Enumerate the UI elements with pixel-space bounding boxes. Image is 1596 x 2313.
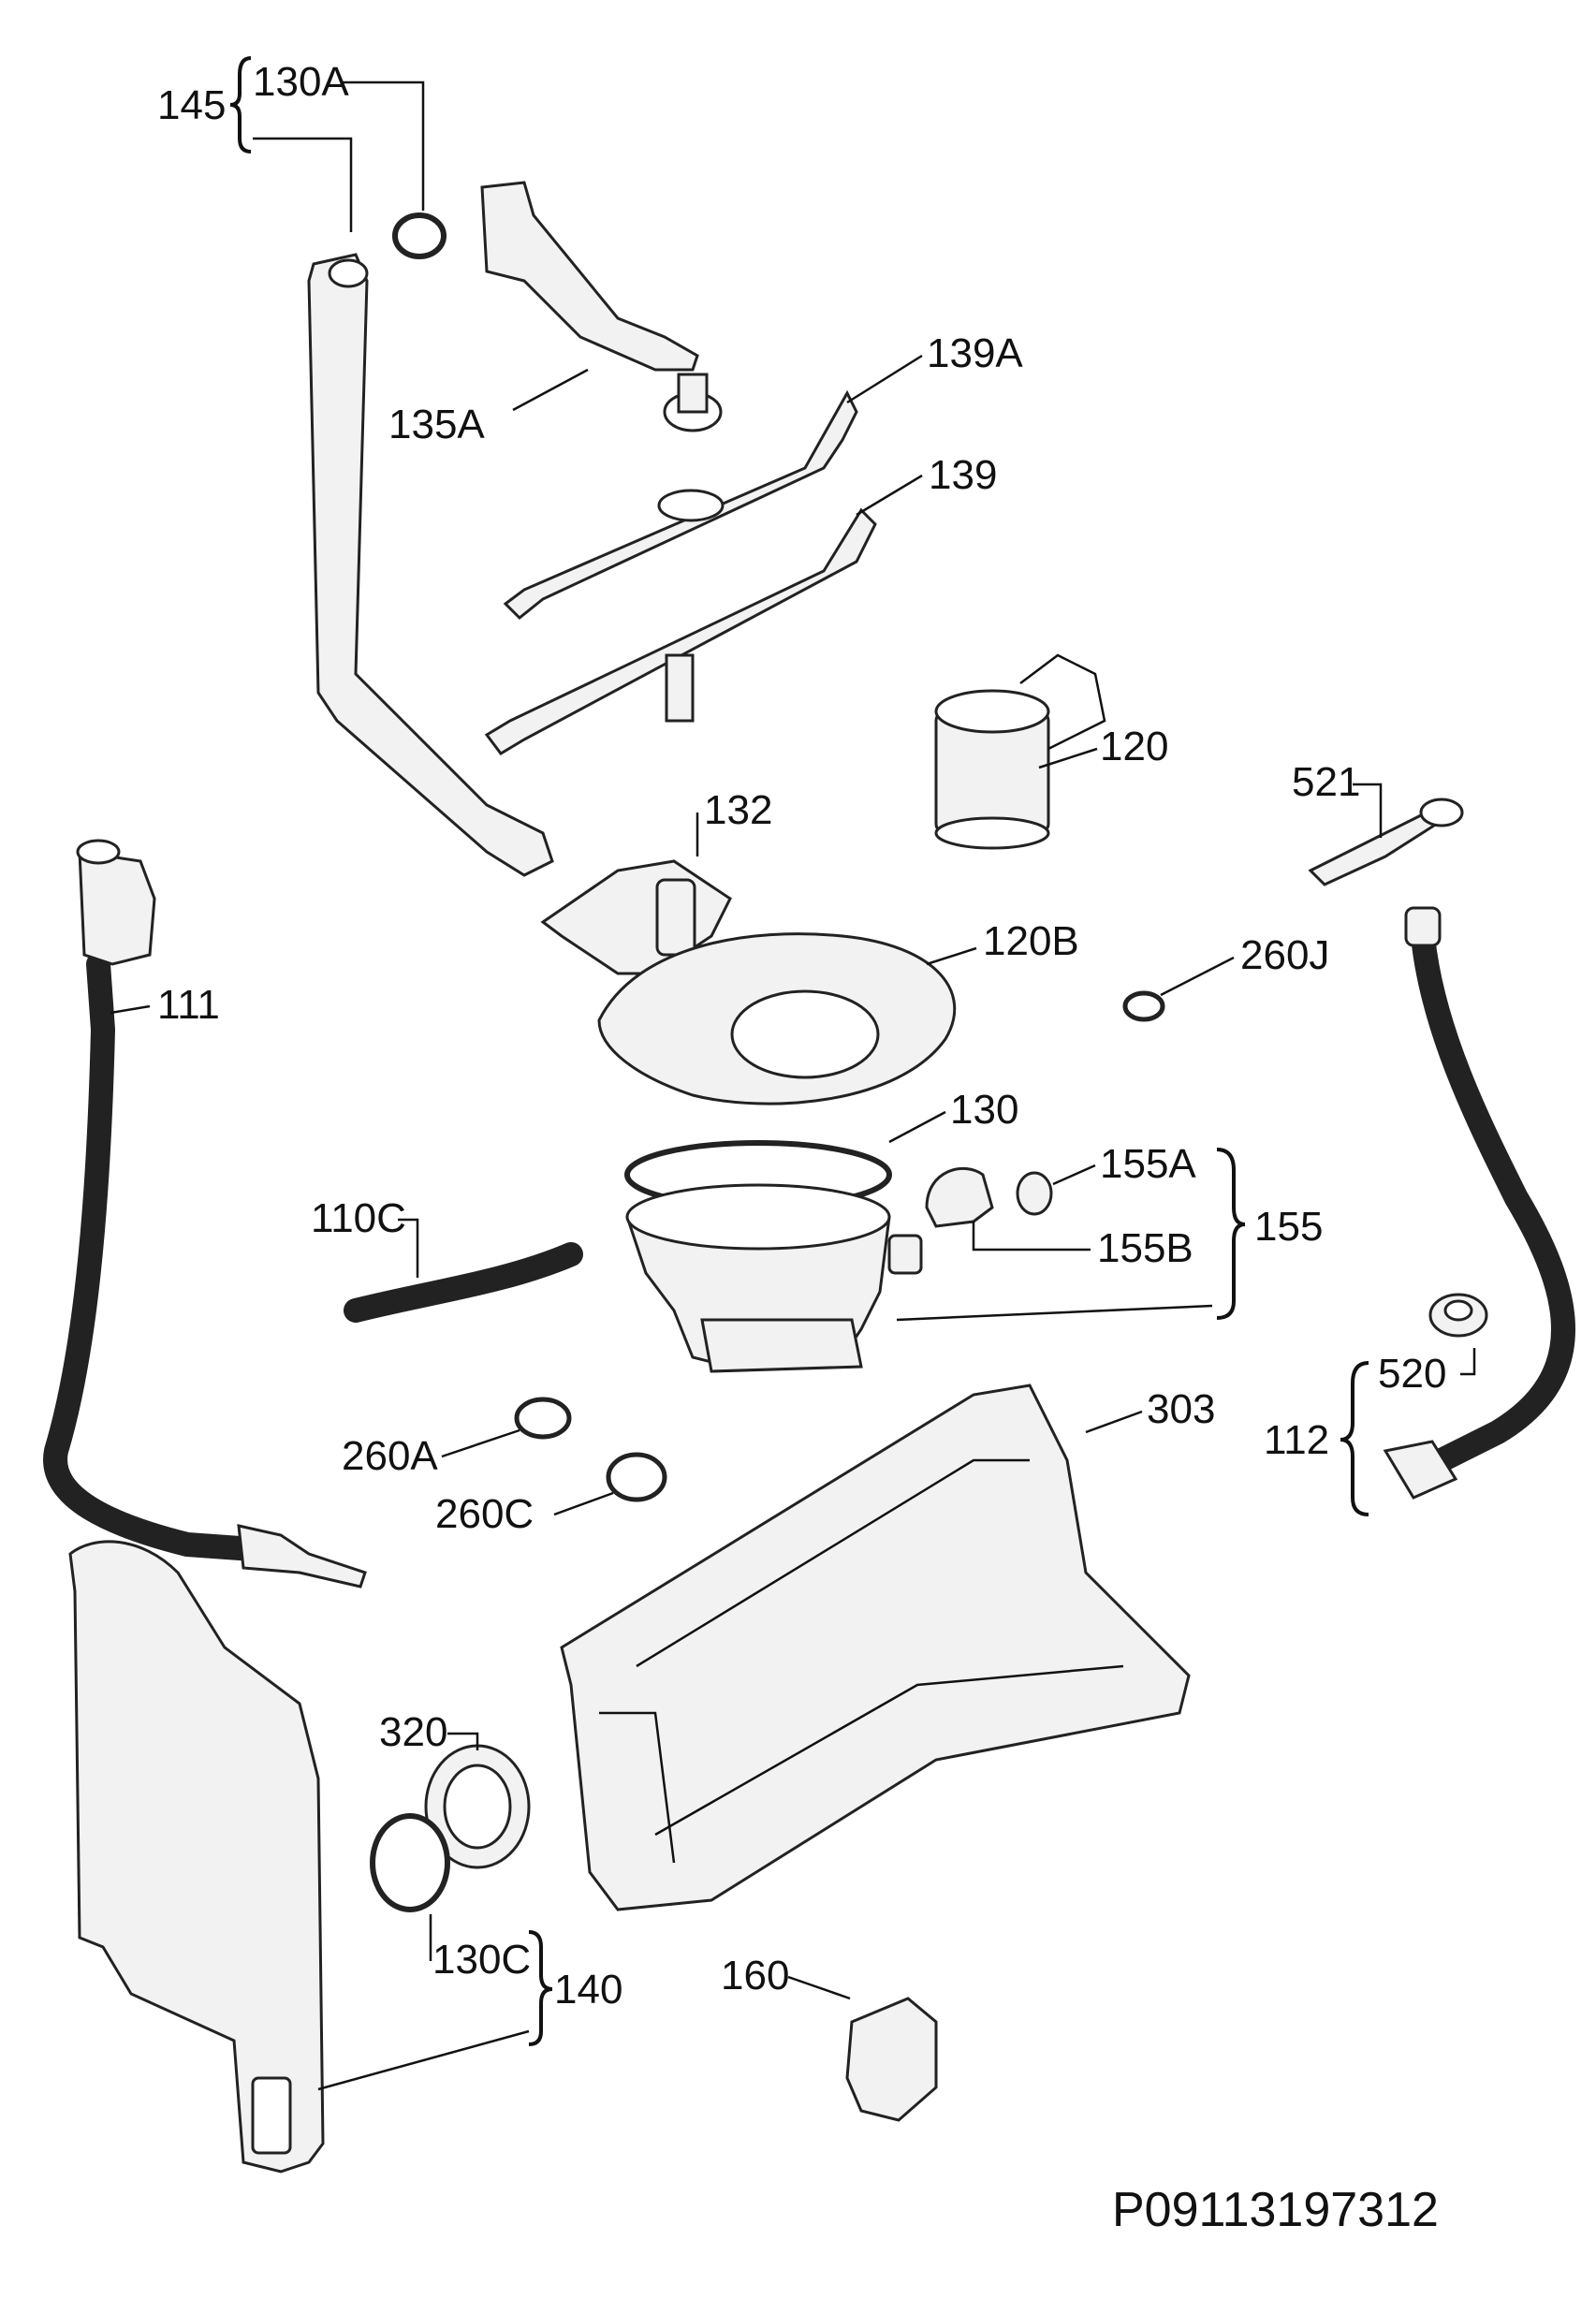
label-110C: 110C <box>311 1195 406 1241</box>
label-320: 320 <box>379 1709 447 1755</box>
seal-part <box>424 1744 531 1869</box>
label-130: 130 <box>950 1087 1018 1133</box>
fitting-part <box>1428 1293 1488 1338</box>
label-520: 520 <box>1378 1351 1446 1397</box>
label-145: 145 <box>157 82 226 128</box>
label-160: 160 <box>721 1953 789 1998</box>
label-139: 139 <box>929 452 997 498</box>
base-frame-part <box>560 1383 1191 1911</box>
upper-spray-arm-part <box>503 389 858 621</box>
label-260C: 260C <box>435 1491 534 1537</box>
inlet-hose-part <box>43 839 367 1588</box>
label-155A: 155A <box>1100 1141 1196 1187</box>
clamp-c-part <box>606 1452 667 1502</box>
ring-part <box>370 1813 450 1912</box>
label-111: 111 <box>157 982 220 1028</box>
small-clamp-j-part <box>1122 990 1165 1022</box>
label-112: 112 <box>1264 1417 1329 1463</box>
label-155: 155 <box>1254 1204 1323 1250</box>
spray-arm-hub <box>657 489 725 522</box>
label-132: 132 <box>704 787 772 833</box>
label-135A: 135A <box>388 402 485 447</box>
callout-labels: 145 130A 135A 139A 139 120 521 132 120B … <box>157 59 1446 2237</box>
label-130A: 130A <box>253 59 349 105</box>
spray-arm-holder-part <box>480 181 723 432</box>
spray-arm-shaft <box>665 653 695 723</box>
lower-spray-arm-part <box>484 507 877 755</box>
cover-part <box>925 1166 994 1228</box>
clamp-a-part <box>514 1397 572 1440</box>
filter-part <box>934 653 1106 850</box>
side-container-part <box>68 1540 325 2174</box>
drawing-code: P09113197312 <box>1112 2183 1439 2237</box>
label-120: 120 <box>1100 724 1168 769</box>
brace-145 <box>229 56 252 154</box>
leader-lines <box>110 56 1476 2091</box>
supply-pipe-part <box>307 253 554 877</box>
label-140: 140 <box>554 1967 622 2013</box>
label-260A: 260A <box>342 1433 438 1479</box>
nozzle-part <box>1016 1171 1053 1216</box>
label-139A: 139A <box>927 330 1023 376</box>
o-ring-part <box>392 212 447 259</box>
label-260J: 260J <box>1240 932 1329 978</box>
brace-140 <box>528 1930 553 2046</box>
sump-part <box>625 1183 923 1373</box>
label-120B: 120B <box>983 918 1079 964</box>
label-521: 521 <box>1292 759 1360 805</box>
key-part <box>1308 798 1464 886</box>
filter-plate-part <box>597 932 957 1105</box>
drain-hose-part <box>1383 906 1575 1500</box>
pump-part <box>845 1997 938 2122</box>
label-130C: 130C <box>432 1937 531 1983</box>
brace-112 <box>1340 1361 1369 1516</box>
brace-155 <box>1216 1148 1246 1320</box>
label-155B: 155B <box>1097 1225 1193 1271</box>
label-303: 303 <box>1147 1386 1215 1432</box>
connecting-hose-part <box>344 1242 583 1323</box>
